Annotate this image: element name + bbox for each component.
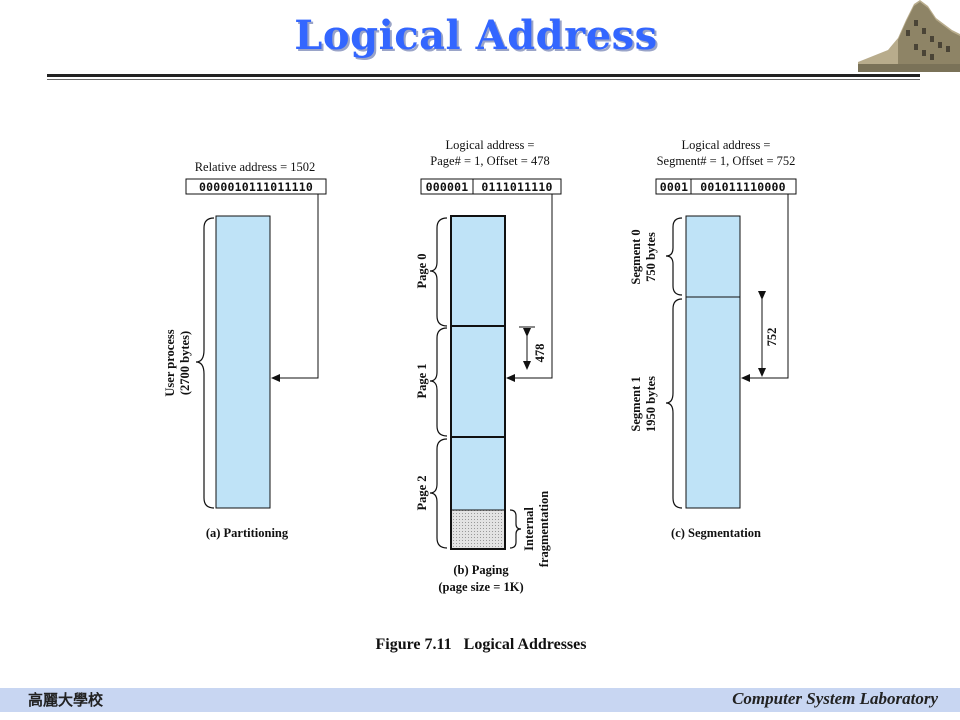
segmentation-address-arrow: [741, 194, 789, 382]
partitioning-address-box: [185, 178, 327, 195]
footer-band: [0, 688, 960, 712]
partitioning-address-label: Relative address = 1502: [195, 160, 316, 174]
page-0-block: [450, 215, 506, 327]
page-1-brace: [429, 327, 448, 437]
paging-address-detail: Page# = 1, Offset = 478: [430, 154, 549, 168]
segment-1-block: [685, 296, 741, 509]
user-process-block: [215, 215, 271, 509]
segment-offset-bits: 001011110000: [700, 180, 785, 194]
segment-1-size: 1950 bytes: [644, 376, 658, 432]
logical-address-diagram: Relative address = 1502 0000010111011110…: [163, 138, 797, 653]
segment-1-brace: [665, 298, 683, 509]
paging-caption-size: (page size = 1K): [438, 580, 523, 594]
segment-0-block: [685, 215, 741, 298]
partitioning-address-bits: 0000010111011110: [199, 180, 313, 194]
paging-caption: (b) Paging: [453, 563, 509, 577]
paging-offset-bits: 0111011110: [481, 180, 552, 194]
fragment-label: Internal: [522, 507, 536, 551]
title-rule: [47, 74, 920, 77]
segmentation-caption: (c) Segmentation: [671, 526, 761, 540]
partitioning-panel: Relative address = 1502 0000010111011110…: [163, 160, 327, 540]
segmentation-address-label: Logical address =: [682, 138, 771, 152]
segment-0-size: 750 bytes: [644, 232, 658, 282]
segment-0-brace: [665, 217, 683, 296]
user-process-brace: [195, 217, 215, 509]
paging-address-box: [420, 178, 562, 195]
user-process-size: (2700 bytes): [178, 331, 192, 395]
university-name: 高麗大學校: [28, 691, 104, 709]
partitioning-address-arrow: [271, 194, 319, 382]
slide-title: Logical Address: [294, 12, 658, 59]
segment-offset-label: 752: [765, 328, 779, 347]
page-2-brace: [429, 438, 448, 549]
segmentation-address-detail: Segment# = 1, Offset = 752: [657, 154, 796, 168]
segment-1-label: Segment 1: [629, 376, 643, 431]
segment-0-label: Segment 0: [629, 229, 643, 284]
page-0-label: Page 0: [415, 253, 429, 288]
internal-fragment-area: [452, 510, 504, 548]
page-2-label: Page 2: [415, 475, 429, 510]
paging-address-label: Logical address =: [446, 138, 535, 152]
figure-caption: Figure 7.11 Logical Addresses: [376, 636, 587, 653]
page-1-label: Page 1: [415, 363, 429, 398]
paging-address-arrow: [506, 194, 553, 382]
paging-panel: Logical address = Page# = 1, Offset = 47…: [415, 138, 562, 594]
page-1-block: [450, 325, 506, 438]
page-0-brace: [429, 217, 448, 327]
partitioning-caption: (a) Partitioning: [206, 526, 289, 540]
lab-name: Computer System Laboratory: [732, 689, 938, 708]
page-offset-label: 478: [533, 344, 547, 363]
building-logo: [858, 0, 960, 72]
fragment-label-2: fragmentation: [537, 491, 551, 567]
title-rule-thin: [47, 79, 920, 80]
user-process-label: User process: [163, 329, 177, 396]
page-2-outline: [450, 436, 506, 550]
segmentation-panel: Logical address = Segment# = 1, Offset =…: [629, 138, 797, 540]
segment-number-bits: 0001: [660, 180, 689, 194]
paging-page-bits: 000001: [426, 180, 469, 194]
fragment-brace: [509, 509, 522, 549]
